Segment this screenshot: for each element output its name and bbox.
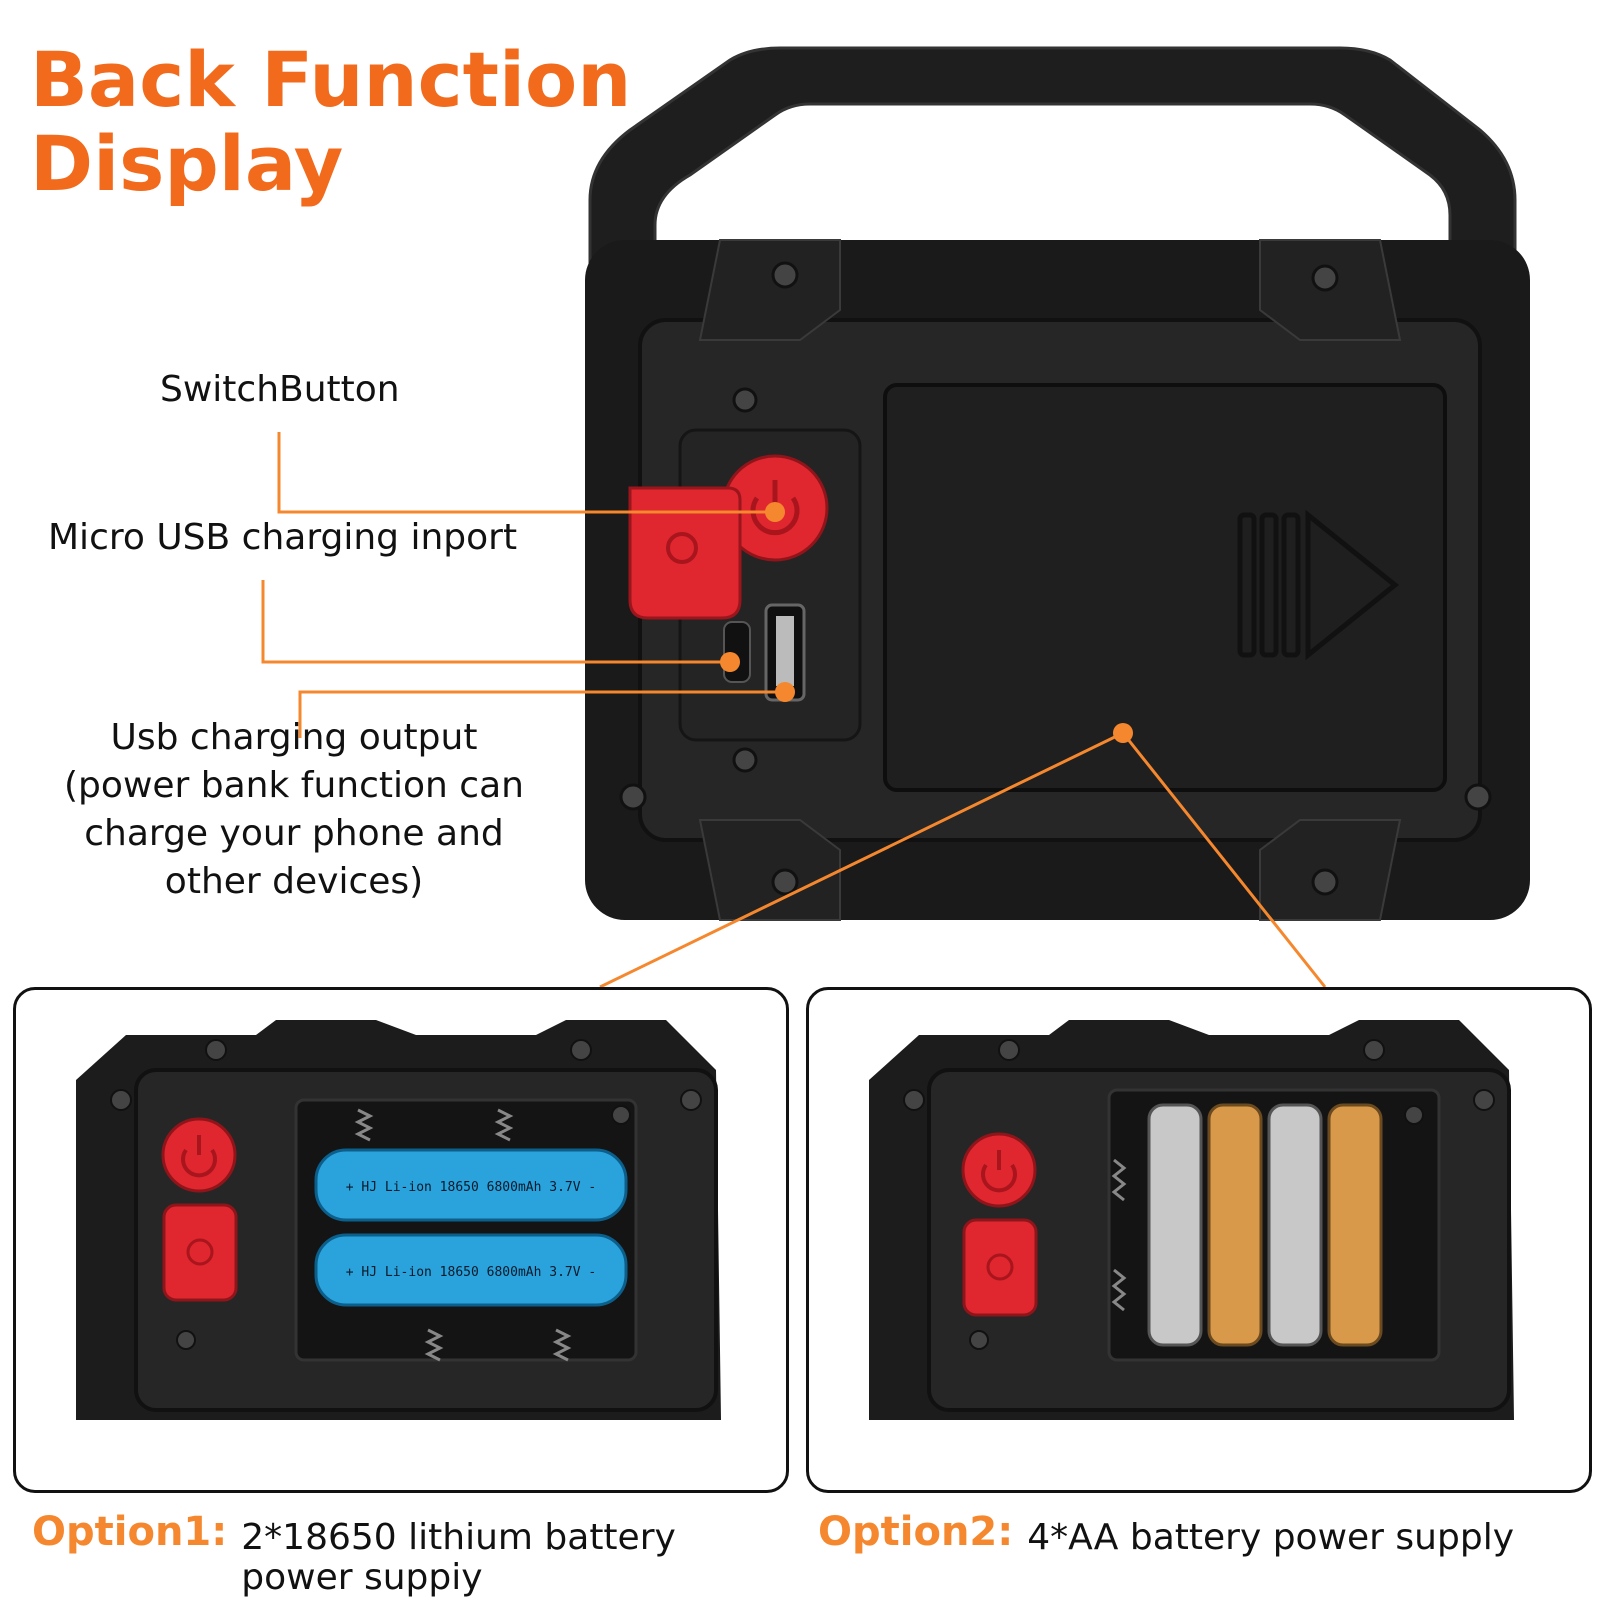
corner-bracket	[698, 819, 841, 921]
option1-description: 2*18650 lithium battery power suppiy	[241, 1517, 676, 1598]
aa-battery-icon	[1327, 1103, 1383, 1347]
battery-print: + HJ Li-ion 18650 6800mAh 3.7V -	[346, 1265, 596, 1280]
usb-output-line: other devices)	[164, 861, 424, 902]
option2-illustration	[869, 1020, 1514, 1420]
screw-icons	[619, 261, 1492, 896]
usb-output-line: charge your phone and	[84, 813, 504, 854]
micro-usb-label: Micro USB charging inport	[48, 517, 518, 558]
li-ion-battery-icon	[314, 1148, 628, 1222]
li-ion-battery-icon	[314, 1233, 628, 1307]
callout-lines	[261, 432, 1327, 989]
usb-cover-flap	[962, 1218, 1038, 1317]
option2-description: 4*AA battery power supply	[1027, 1517, 1515, 1558]
usb-output-line: (power bank function can	[64, 765, 524, 806]
usb-output-line: Usb charging output	[110, 717, 478, 758]
micro-usb-port-icon	[723, 621, 751, 683]
title-line: Display	[30, 119, 344, 208]
battery-cover	[883, 383, 1447, 792]
aa-battery-icon	[1207, 1103, 1263, 1347]
option1-caption: Option1: 2*18650 lithium battery power su…	[32, 1512, 681, 1598]
screw-icons	[903, 1039, 1495, 1350]
cover-arrow-icon	[1237, 509, 1399, 661]
callout-dots	[720, 502, 1133, 743]
corner-bracket	[698, 239, 841, 341]
aa-battery-icon	[1147, 1103, 1203, 1347]
page-title: Back Function Display	[30, 38, 650, 206]
option2-tag: Option2:	[818, 1509, 1014, 1555]
screw-icons	[110, 1039, 702, 1350]
battery-print: + HJ Li-ion 18650 6800mAh 3.7V -	[346, 1180, 596, 1195]
option1-tag: Option1:	[32, 1509, 228, 1555]
aa-battery-icon	[1267, 1103, 1323, 1347]
usb-cover-flap	[162, 1203, 238, 1302]
option1-panel: + HJ Li-ion 18650 6800mAh 3.7V - + HJ Li…	[13, 987, 789, 1493]
usb-cover-flap	[628, 486, 742, 620]
usb-output-label: Usb charging output (power bank function…	[24, 714, 564, 906]
option1-illustration: + HJ Li-ion 18650 6800mAh 3.7V - + HJ Li…	[76, 1020, 721, 1420]
option2-panel	[806, 987, 1592, 1493]
option2-caption: Option2: 4*AA battery power supply	[818, 1512, 1514, 1558]
switch-button-label: SwitchButton	[160, 369, 400, 410]
title-line: Back Function	[30, 35, 632, 124]
